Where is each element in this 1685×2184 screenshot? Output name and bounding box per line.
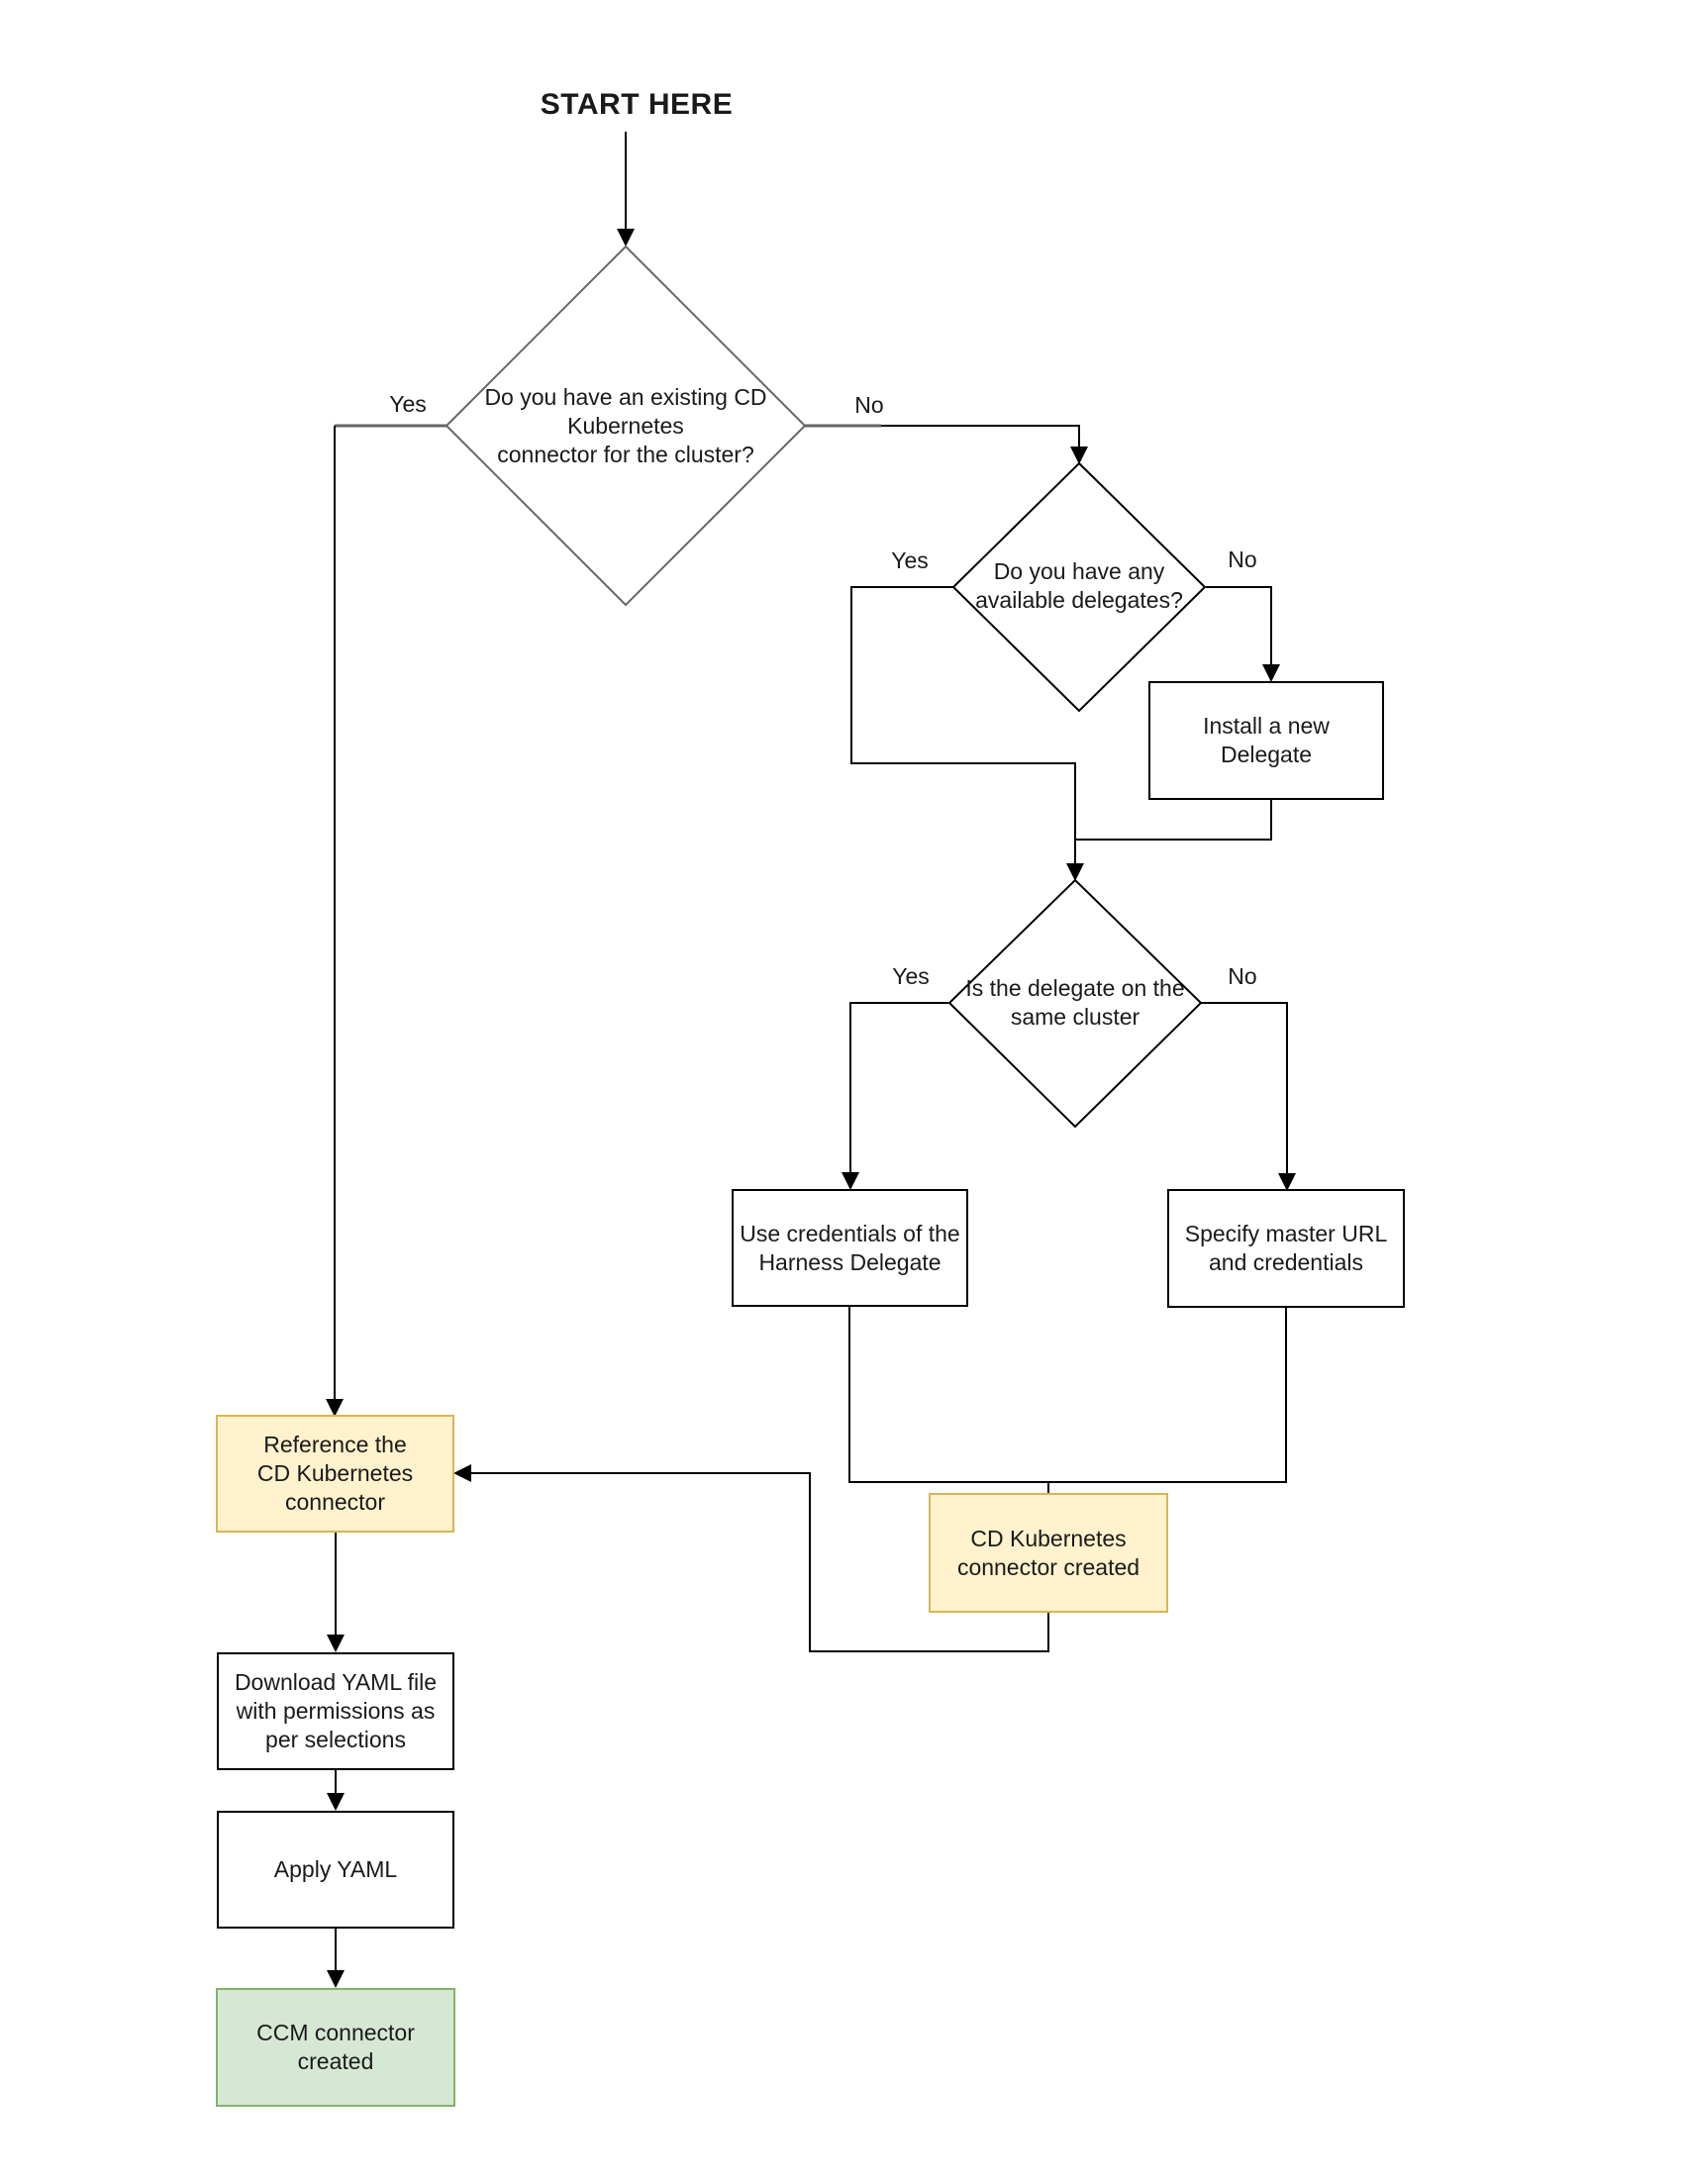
process-specify-master-url: Specify master URL and credentials <box>1167 1189 1405 1308</box>
edge-cd-created-to-reference <box>453 1464 1049 1652</box>
label-yes-delegates: Yes <box>889 547 931 573</box>
decision-existing-connector-shape <box>445 245 807 607</box>
process-apply-yaml: Apply YAML <box>217 1811 454 1929</box>
process-use-delegate-credentials: Use credentials of the Harness Delegate <box>732 1189 968 1307</box>
edge-no-existing <box>881 425 1088 464</box>
process-install-new-delegate: Install a new Delegate <box>1148 681 1384 800</box>
edge-install-delegate-out <box>1075 800 1272 841</box>
label-yes-same-cluster: Yes <box>890 963 932 989</box>
state-cd-connector-created: CD Kubernetes connector created <box>929 1493 1168 1613</box>
edge-no-same-cluster <box>1200 1002 1296 1191</box>
label-no-delegates: No <box>1226 546 1259 572</box>
start-here-title: START HERE <box>540 88 734 121</box>
decision-existing-connector-text: Do you have an existing CD Kubernetes co… <box>484 384 767 467</box>
label-no-same-cluster: No <box>1226 963 1259 989</box>
decision-available-delegates-shape <box>951 461 1207 713</box>
edge-yes-same-cluster <box>842 1002 948 1190</box>
edge-yes-delegates <box>850 586 1084 881</box>
edge-use-credentials-out <box>848 1307 1049 1494</box>
edge-no-delegates <box>1206 586 1280 682</box>
decision-delegate-same-cluster-shape <box>947 878 1203 1129</box>
process-reference-cd-connector: Reference the CD Kubernetes connector <box>216 1415 454 1533</box>
label-yes-existing: Yes <box>387 391 429 417</box>
decision-available-delegates-text: Do you have any available delegates? <box>975 558 1183 613</box>
decision-delegate-same-cluster-text: Is the delegate on the same cluster <box>965 975 1185 1030</box>
label-no-existing: No <box>852 392 886 418</box>
edge-specify-master-out <box>1049 1308 1287 1483</box>
process-download-yaml: Download YAML file with permissions as p… <box>217 1652 454 1770</box>
terminal-ccm-connector-created: CCM connector created <box>216 1988 455 2107</box>
